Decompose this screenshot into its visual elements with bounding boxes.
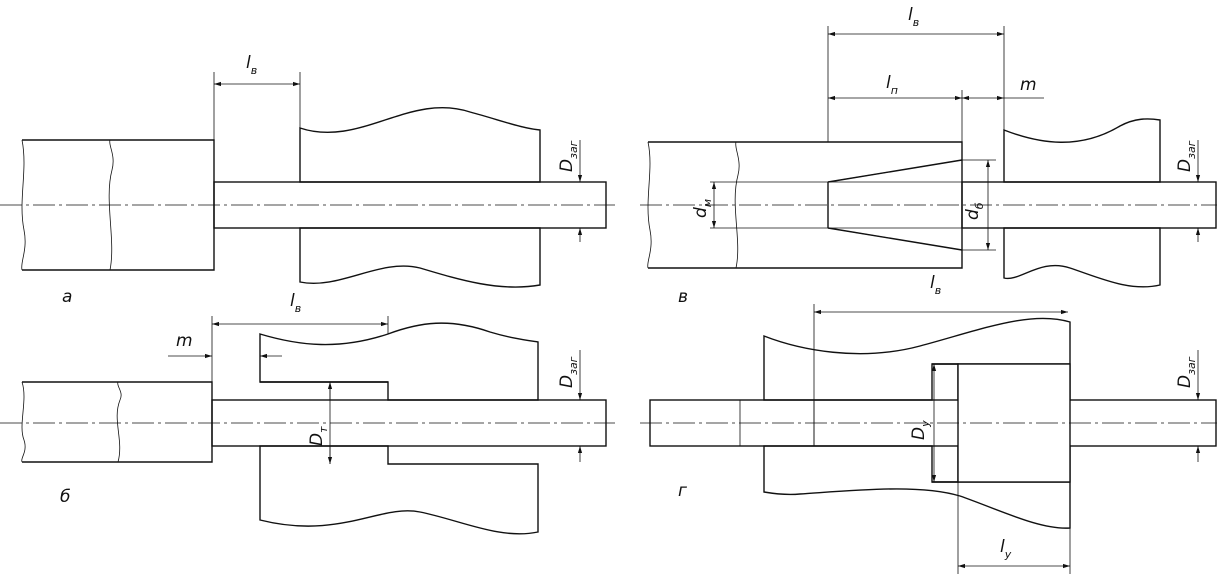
lv-label: lв <box>246 53 257 77</box>
workpiece-upper <box>259 322 539 401</box>
caption-g: г <box>678 481 687 501</box>
dzag-label: Dзаг <box>1175 140 1198 172</box>
panel-g: lв Dу lу Dзаг г <box>640 273 1217 574</box>
dzag-label: Dзаг <box>557 140 580 172</box>
m-label: m <box>1020 75 1037 95</box>
workpiece-lower <box>763 445 1071 529</box>
lp-label: lп <box>886 73 898 97</box>
caption-a: а <box>62 287 72 307</box>
db-label: dб <box>963 202 986 220</box>
caption-b: б <box>60 487 70 507</box>
tool-hatched-section <box>108 139 215 271</box>
panel-v: lв lп m dм dб Dзаг в <box>640 5 1217 307</box>
break-line <box>21 139 26 271</box>
caption-v: в <box>678 287 688 307</box>
tapered-bit <box>827 159 963 251</box>
du-label: Dу <box>909 420 932 440</box>
lv-label: lв <box>930 273 941 297</box>
tool-hatched-section <box>116 381 213 463</box>
panel-b: lв m Dт Dзаг б <box>0 291 615 535</box>
lv-label: lв <box>908 5 919 29</box>
dm-label: dм <box>691 199 714 218</box>
dzag-label: Dзаг <box>557 356 580 388</box>
workpiece-upper <box>1003 118 1161 183</box>
workpiece-lower <box>299 227 541 288</box>
workpiece-upper <box>299 106 541 183</box>
dt-label: Dт <box>307 426 330 446</box>
panel-a: lв Dзаг а <box>0 53 615 307</box>
workpiece-lower <box>1003 227 1161 288</box>
workpiece-lower <box>259 445 539 535</box>
dzag-label: Dзаг <box>1175 356 1198 388</box>
tool-body <box>22 381 213 463</box>
lv-label: lв <box>290 291 301 315</box>
ly-label: lу <box>1000 537 1012 561</box>
m-label: m <box>176 331 193 351</box>
